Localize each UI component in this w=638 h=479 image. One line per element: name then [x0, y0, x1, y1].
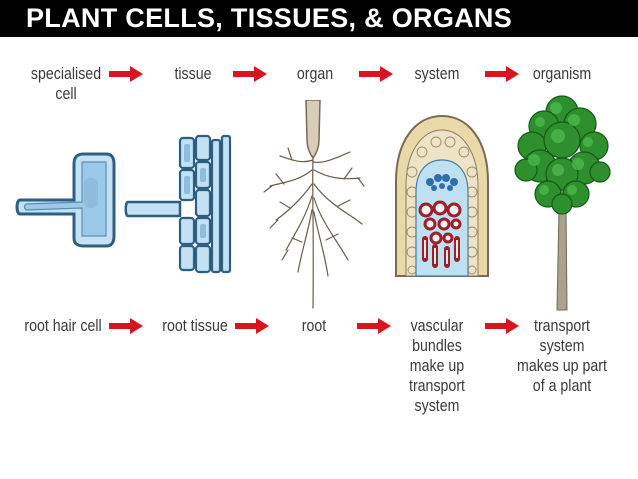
label-root-hair-cell: root hair cell: [24, 317, 102, 335]
title-bar: PLANT CELLS, TISSUES, & ORGANS: [0, 0, 638, 37]
label-specialised-cell: specialised cell: [30, 65, 102, 103]
arrow-root-to-vascular: [357, 318, 391, 334]
arrow-cell-to-tissue: [109, 66, 143, 82]
label-organ: organ: [296, 65, 334, 83]
arrow-tissue-to-organ: [233, 66, 267, 82]
root-tissue-illustration: [124, 134, 232, 274]
arrow-root-hair-cell-to-root-tissue: [109, 318, 143, 334]
label-system: system: [414, 65, 460, 83]
label-tissue: tissue: [174, 65, 212, 83]
tree-illustration: [514, 95, 611, 311]
label-root-tissue: root tissue: [162, 317, 228, 335]
arrow-root-tissue-to-root: [235, 318, 269, 334]
arrow-organ-to-system: [359, 66, 393, 82]
page-title: PLANT CELLS, TISSUES, & ORGANS: [26, 3, 513, 33]
label-vascular-bundles: vascular bundles make up transport syste…: [408, 317, 466, 415]
arrow-system-to-organism: [485, 66, 519, 82]
label-organism: organism: [532, 65, 592, 83]
root-organ-illustration: [263, 100, 365, 309]
label-transport-system: transport system makes up part of a plan…: [517, 317, 607, 395]
label-root: root: [301, 317, 327, 335]
arrow-vascular-to-transport: [485, 318, 519, 334]
vascular-system-illustration: [395, 114, 489, 277]
root-hair-cell-illustration: [15, 152, 116, 248]
